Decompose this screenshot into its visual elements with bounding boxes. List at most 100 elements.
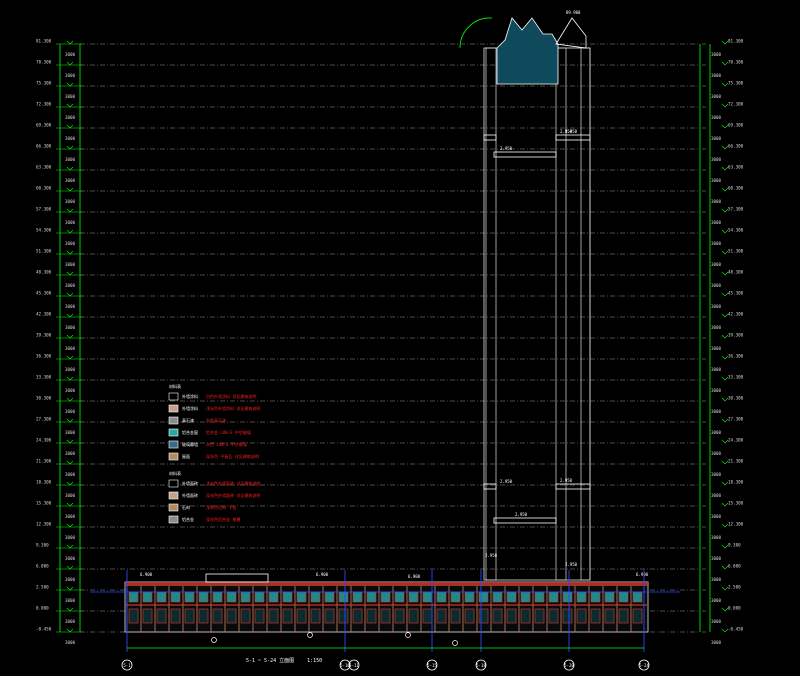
podium-window-upper — [282, 591, 293, 603]
level-label-right: 12.300 — [728, 522, 744, 527]
podium-window-upper — [464, 591, 475, 603]
level-marker — [721, 229, 729, 234]
drawing-scale: 1:150 — [307, 658, 323, 664]
podium-shopfront — [324, 608, 335, 624]
level-marker — [721, 124, 729, 129]
level-label-right: 24.300 — [728, 438, 744, 443]
legend-item-name: 石材 — [182, 504, 190, 510]
level-label-left: 0.000 — [36, 606, 49, 611]
tower-cornice — [493, 151, 557, 158]
level-marker — [66, 124, 74, 129]
drawing-title: 5-1 ~ 5-24 立面图 1:150 — [246, 657, 322, 664]
podium-shopfront — [604, 608, 615, 624]
podium-shopfront — [282, 608, 293, 624]
floor-height-left: 3000 — [65, 304, 76, 309]
floor-height-right: 3000 — [711, 52, 722, 57]
floor-height-left: 3000 — [65, 115, 76, 120]
tower-roof-gable — [555, 17, 587, 49]
tower-roof — [496, 17, 559, 85]
floor-height-left: 3000 — [65, 535, 76, 540]
podium-shopfront — [436, 608, 447, 624]
legend-swatch — [168, 515, 179, 524]
level-marker — [721, 334, 729, 339]
floor-height-right: 3000 — [711, 199, 722, 204]
floor-height-left: 3000 — [65, 346, 76, 351]
legend-item-name: 真石漆 — [182, 417, 194, 423]
podium-shopfront — [422, 608, 433, 624]
level-marker — [721, 628, 729, 633]
tower-elevation-label: 2.950 — [565, 129, 578, 134]
podium-window-upper — [562, 591, 573, 603]
legend-item-name: 外墙涂料 — [182, 405, 198, 411]
level-label-left: 72.300 — [36, 102, 52, 107]
floor-height-right: 3000 — [711, 451, 722, 456]
level-label-left: 18.300 — [36, 480, 52, 485]
axis-bubble-label: 5-18 — [476, 663, 486, 668]
level-label-right: 81.300 — [728, 39, 744, 44]
podium-shopfront — [590, 608, 601, 624]
detail-callout-bubble — [307, 632, 313, 638]
floor-height-left: 3000 — [65, 472, 76, 477]
floor-height-right: 3000 — [711, 577, 722, 582]
legend-item-note: 灰色真石漆 — [206, 417, 226, 423]
podium-shopfront — [184, 608, 195, 624]
level-marker — [66, 481, 74, 486]
level-label-left: 60.300 — [36, 186, 52, 191]
legend-item-note: 浅米色外墙面砖 详见建筑说明 — [206, 480, 260, 486]
floor-height-right: 3000 — [711, 178, 722, 183]
level-marker — [721, 271, 729, 276]
podium-shopfront — [352, 608, 363, 624]
level-label-right: 39.300 — [728, 333, 744, 338]
axis-bubble — [475, 659, 487, 671]
level-marker — [721, 397, 729, 402]
level-label-left: -0.450 — [36, 627, 52, 632]
floor-height-right: 3000 — [711, 136, 722, 141]
legend-item-note: 白色外墙涂料 详见建筑说明 — [206, 393, 256, 399]
legend-swatch — [168, 503, 179, 512]
level-label-right: 48.300 — [728, 270, 744, 275]
level-marker — [66, 166, 74, 171]
level-label-right: 75.300 — [728, 81, 744, 86]
level-label-right: 63.300 — [728, 165, 744, 170]
level-label-right: 15.300 — [728, 501, 744, 506]
level-label-left: 24.300 — [36, 438, 52, 443]
podium-window-upper — [198, 591, 209, 603]
level-marker — [721, 376, 729, 381]
podium-shopfront — [562, 608, 573, 624]
level-marker — [66, 586, 74, 591]
tower-pilaster — [555, 47, 567, 581]
legend-header: 材料表 — [169, 470, 181, 476]
floor-height-left: 3000 — [65, 73, 76, 78]
level-marker — [721, 313, 729, 318]
level-marker — [66, 439, 74, 444]
floor-height-right: 3000 — [711, 409, 722, 414]
detail-callout-bubble — [405, 632, 411, 638]
podium-window-upper — [156, 591, 167, 603]
level-label-right: 72.300 — [728, 102, 744, 107]
level-marker — [721, 250, 729, 255]
legend-swatch — [168, 479, 179, 488]
level-label-right: 2.500 — [728, 585, 741, 590]
legend-item-name: 玻璃幕墙 — [182, 441, 198, 447]
podium-shopfront — [268, 608, 279, 624]
floor-height-right: 3000 — [711, 73, 722, 78]
tower-elevation-label: 2.950 — [565, 562, 578, 567]
floor-height-left: 3000 — [65, 388, 76, 393]
floor-height-left: 3000 — [65, 52, 76, 57]
podium-window-upper — [212, 591, 223, 603]
podium-shopfront — [212, 608, 223, 624]
drawing-title-text: 5-1 ~ 5-24 立面图 — [246, 658, 295, 664]
floor-height-right: 3000 — [711, 94, 722, 99]
level-marker — [721, 607, 729, 612]
floor-height-right: 3000 — [711, 367, 722, 372]
podium-shopfront — [534, 608, 545, 624]
floor-height-right: 3000 — [711, 472, 722, 477]
level-label-right: 0.000 — [728, 606, 741, 611]
podium-shopfront — [310, 608, 321, 624]
level-label-right: 69.300 — [728, 123, 744, 128]
podium-shopfront — [240, 608, 251, 624]
legend-item-name: 外墙面砖 — [182, 492, 198, 498]
roof-elevation-label: 89.900 — [566, 10, 581, 15]
floor-height-right: 3000 — [711, 493, 722, 498]
